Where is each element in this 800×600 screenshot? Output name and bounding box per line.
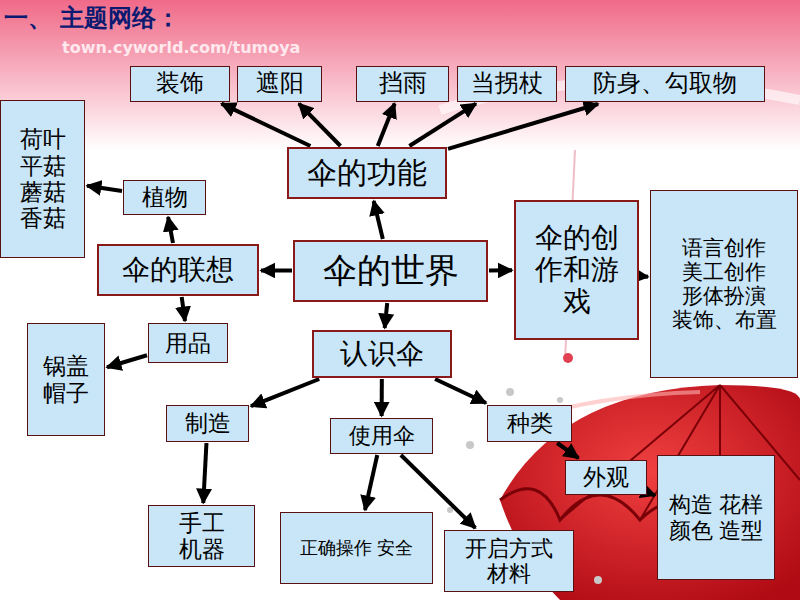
arrow-connector: [374, 201, 383, 239]
box-text: 锅盖 帽子: [33, 353, 99, 406]
arrow-connector: [557, 443, 578, 458]
box-text: 用品: [165, 330, 211, 356]
box-text: 制造: [185, 410, 231, 436]
box-text: 防身、勾取物: [593, 70, 737, 98]
topic-box: 种类: [487, 405, 572, 442]
box-text: 构造 花样 颜色 造型: [663, 492, 769, 543]
topic-box: 正确操作 安全: [280, 512, 433, 584]
arrow-connector: [222, 104, 311, 146]
topic-box: 伞的世界: [293, 240, 488, 302]
arrow-connector: [378, 104, 395, 146]
box-text: 外观: [583, 464, 629, 490]
title: 一、 主题网络：: [4, 2, 180, 34]
arrow-connector: [448, 104, 598, 149]
topic-box: 锅盖 帽子: [27, 323, 105, 436]
top-band: [0, 0, 800, 150]
arrow-connector: [168, 217, 173, 243]
topic-box: 外观: [565, 460, 647, 495]
box-text: 伞的联想: [122, 254, 234, 286]
arrow-connector: [380, 379, 384, 416]
box-text: 开启方式 材料: [450, 536, 568, 587]
topic-box: 遮阳: [237, 66, 322, 102]
box-text: 正确操作 安全: [300, 538, 414, 559]
topic-box: 装饰: [130, 66, 230, 102]
arrow-connector: [385, 303, 388, 328]
box-text: 遮阳: [256, 70, 304, 98]
arrow-connector: [261, 268, 292, 272]
box-text: 手工 机器: [154, 510, 249, 563]
box-text: 荷叶 平菇 蘑菇 香菇: [6, 126, 79, 232]
topic-box: 防身、勾取物: [565, 66, 765, 102]
arrow-connector: [365, 455, 377, 510]
box-text: 认识伞: [340, 338, 424, 370]
topic-box: 当拐杖: [457, 66, 557, 102]
box-text: 伞的世界: [323, 251, 459, 290]
topic-box: 认识伞: [312, 330, 452, 378]
box-text: 伞的创作和游戏: [521, 222, 632, 319]
topic-box: 伞的创作和游戏: [514, 200, 639, 340]
arrow-connector: [107, 355, 147, 367]
arrow-connector: [409, 104, 476, 146]
box-text: 使用伞: [349, 423, 415, 448]
arrow-connector: [182, 297, 185, 321]
box-text: 种类: [507, 410, 553, 436]
box-text: 挡雨: [379, 70, 427, 98]
box-text: 语言创作 美工创作 形体扮演 装饰、布置: [656, 236, 792, 333]
topic-box: 荷叶 平菇 蘑菇 香菇: [0, 100, 85, 258]
arrow-connector: [251, 379, 319, 406]
box-text: 装饰: [156, 70, 204, 98]
arrow-connector: [299, 104, 341, 146]
topic-box: 手工 机器: [148, 505, 255, 567]
box-text: 伞的功能: [307, 156, 427, 191]
topic-box: 使用伞: [330, 418, 433, 454]
watermark: town.cyworld.com/tumoya: [62, 38, 300, 57]
arrow-connector: [489, 268, 512, 272]
box-text: 植物: [142, 184, 188, 210]
topic-box: 语言创作 美工创作 形体扮演 装饰、布置: [650, 190, 798, 378]
topic-box: 挡雨: [356, 66, 449, 102]
arrow-connector: [648, 493, 655, 496]
arrow-connector: [640, 274, 648, 279]
arrow-connector: [203, 443, 206, 503]
arrow-connector: [435, 379, 486, 403]
box-text: 当拐杖: [471, 70, 543, 98]
topic-box: 伞的功能: [287, 147, 447, 199]
topic-box: 构造 花样 颜色 造型: [657, 455, 775, 580]
arrow-connector: [87, 186, 122, 191]
topic-box: 伞的联想: [97, 244, 259, 296]
topic-box: 制造: [166, 405, 249, 442]
topic-box: 植物: [123, 180, 206, 215]
topic-box: 开启方式 材料: [444, 530, 574, 592]
topic-box: 用品: [148, 323, 228, 363]
